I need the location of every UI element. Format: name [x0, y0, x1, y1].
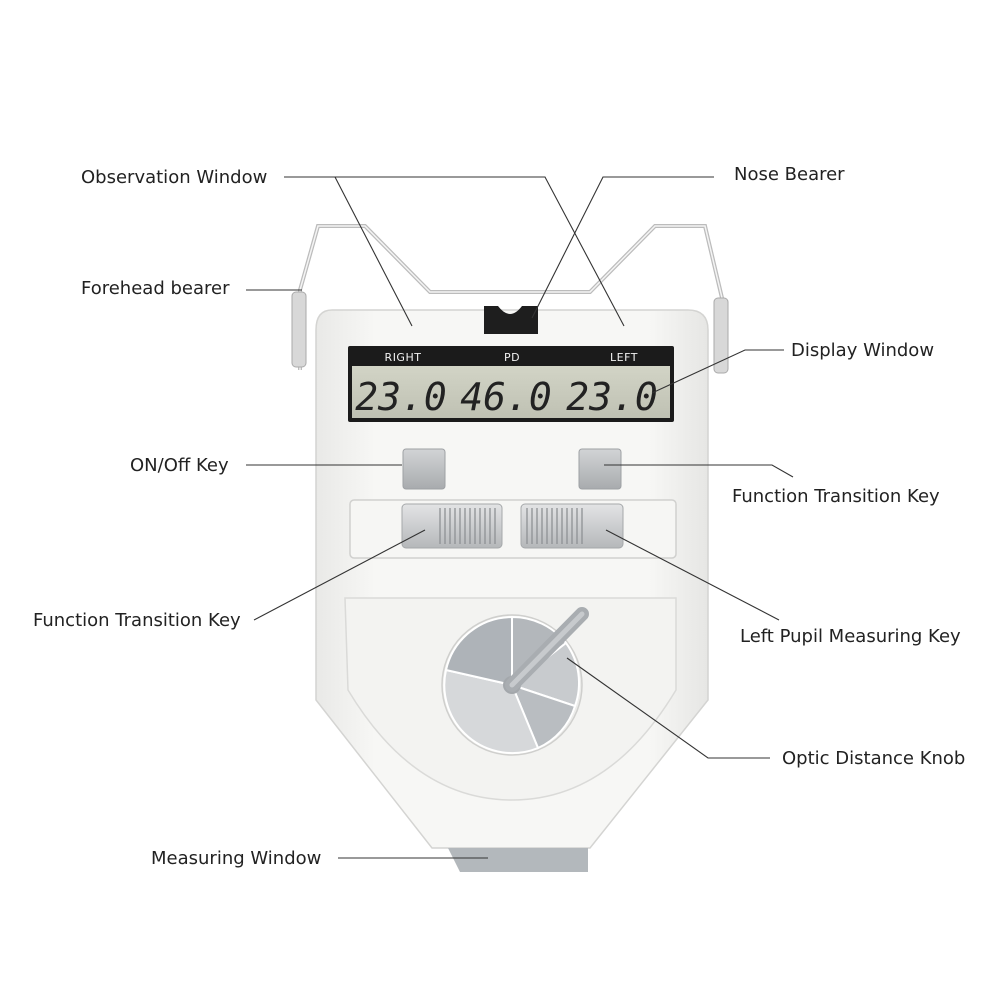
lcd-left-value: 23.0 — [566, 375, 658, 419]
label-measuring-window: Measuring Window — [151, 848, 321, 869]
label-left-pupil-measuring-key: Left Pupil Measuring Key — [740, 626, 961, 647]
label-function-transition-key-right: Function Transition Key — [732, 486, 940, 507]
label-observation-window: Observation Window — [81, 167, 267, 188]
lcd-pd-value: 46.0 — [460, 375, 552, 419]
lcd-right-label: RIGHT — [385, 351, 422, 364]
right-pupil-measuring-key[interactable] — [401, 503, 503, 549]
function-transition-key[interactable] — [578, 448, 622, 490]
nose-bearer — [484, 306, 538, 334]
label-forehead-bearer: Forehead bearer — [81, 278, 230, 299]
optic-distance-knob[interactable] — [441, 607, 589, 756]
left-pupil-measuring-key[interactable] — [520, 503, 624, 549]
slider-track — [349, 499, 677, 559]
label-nose-bearer: Nose Bearer — [734, 164, 845, 185]
leader-lines — [246, 176, 794, 859]
label-function-transition-key-left: Function Transition Key — [33, 610, 241, 631]
label-on-off-key: ON/Off Key — [130, 455, 229, 476]
display-window: RIGHT PD LEFT 23.0 46.0 23.0 — [348, 346, 674, 422]
label-display-window: Display Window — [791, 340, 934, 361]
lcd-pd-label: PD — [504, 351, 520, 364]
label-optic-distance-knob: Optic Distance Knob — [782, 748, 965, 769]
lcd-left-label: LEFT — [610, 351, 638, 364]
lcd-right-value: 23.0 — [355, 375, 447, 419]
forehead-bearer — [291, 224, 729, 374]
measuring-window — [448, 848, 588, 872]
on-off-key[interactable] — [402, 448, 446, 490]
